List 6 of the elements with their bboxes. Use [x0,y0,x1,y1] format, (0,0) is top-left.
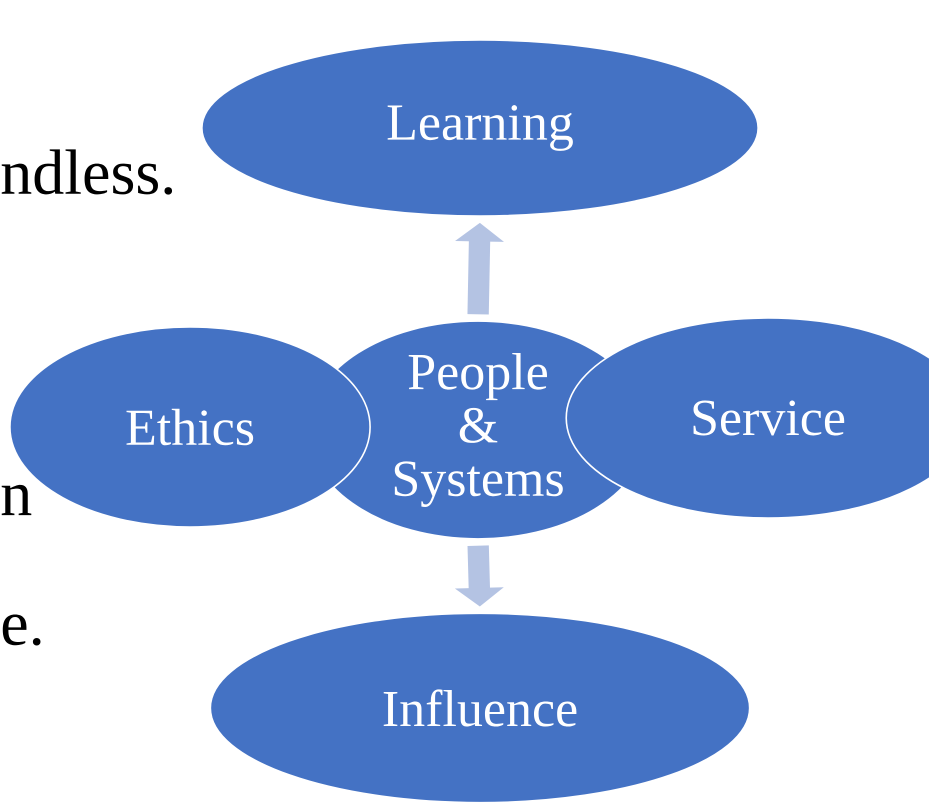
ellipse-node: Influence [210,612,750,802]
slide-text: ndless. [2,149,172,195]
ellipse-node: Learning [201,39,759,217]
node-label: Service [694,400,844,436]
slide-text: e. [2,614,40,646]
ellipse-node: Service [565,317,929,519]
